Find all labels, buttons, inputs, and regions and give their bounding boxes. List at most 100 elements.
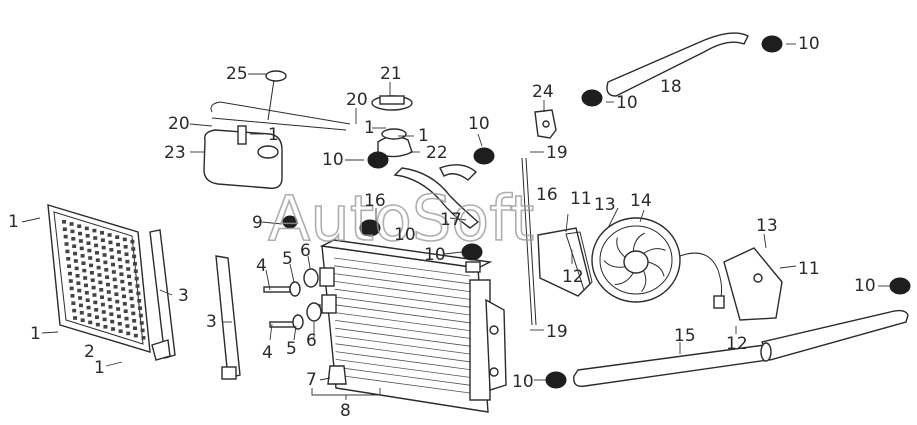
callout-20-left: 20: [168, 114, 190, 134]
grille-hole: [72, 308, 77, 313]
radiator-fin: [334, 304, 471, 324]
callout-4-upper: 4: [256, 256, 267, 276]
grille-hole: [63, 234, 68, 239]
callout-11-right: 11: [798, 259, 820, 279]
grille-hole: [76, 281, 81, 285]
fan-bracket-left: [537, 227, 593, 297]
grille-hole: [108, 305, 113, 309]
grille-hole: [126, 267, 131, 271]
grille-hole: [73, 251, 77, 256]
grille-hole: [117, 257, 122, 262]
grille-hole: [64, 242, 69, 246]
callout-15: 15: [674, 326, 696, 346]
grille-hole: [84, 291, 89, 295]
fan-bracket-right: [723, 247, 783, 321]
grille-hole: [71, 301, 76, 305]
callout-10-cap: 10: [322, 150, 344, 170]
callout-23: 23: [164, 143, 186, 163]
hose-top-right: [606, 32, 749, 97]
callout-10-hose-right: 10: [424, 245, 446, 265]
callout-12-right: 12: [726, 334, 748, 354]
grille-hole: [85, 234, 90, 238]
grille-hole: [78, 231, 83, 236]
radiator-fin: [335, 327, 471, 347]
watermark-text: AutoSoft: [268, 182, 534, 255]
grille-hole: [75, 274, 80, 278]
grille-hole: [137, 299, 142, 303]
fan-blade: [641, 270, 647, 292]
callout-6-upper: 6: [300, 241, 311, 261]
callout-13-fan: 13: [594, 195, 616, 215]
grille-hole: [116, 314, 121, 319]
callout-1-tank: 1: [268, 125, 279, 145]
grille-hole: [67, 271, 72, 276]
grille-hole: [105, 275, 110, 279]
radiator-fin: [335, 359, 471, 378]
grille-hole: [133, 333, 138, 338]
radiator-fin: [334, 281, 471, 300]
grille-hole: [112, 277, 117, 282]
grille-hole: [85, 298, 90, 302]
grille-hole: [129, 296, 134, 301]
grille-hole: [133, 326, 137, 330]
callout-22: 22: [426, 143, 448, 163]
grille-hole: [105, 282, 110, 287]
callout-numbers: 25 21 20 20 1 1 1 23 22 10 10 10 10 10 1…: [8, 34, 876, 421]
fan-blades: [603, 232, 666, 292]
grille-hole: [73, 316, 78, 320]
grille-hole: [122, 302, 127, 306]
grille-hole: [113, 285, 118, 289]
grille-hole: [79, 311, 84, 315]
grille-hole: [93, 300, 98, 305]
radiator-fin: [334, 312, 471, 331]
grille-hole: [95, 322, 100, 327]
grille-hole: [92, 293, 97, 297]
grille-hole: [89, 271, 94, 275]
callout-3-right: 3: [206, 312, 217, 332]
grille-hole: [125, 259, 130, 264]
grille-hole: [138, 313, 143, 318]
radiator-core: [309, 239, 507, 413]
grille-hole: [104, 268, 109, 272]
grille-hole: [117, 322, 122, 326]
grille-hole: [131, 247, 136, 251]
drain-plug: [327, 365, 347, 385]
callout-5-upper: 5: [282, 249, 293, 269]
grille-hole: [102, 253, 107, 257]
grille-hole: [94, 243, 99, 248]
grille-hole: [132, 254, 137, 259]
grille-hole: [124, 252, 129, 256]
grille-hole: [88, 256, 93, 260]
radiator-fin: [335, 335, 471, 355]
radiator-fin: [334, 296, 471, 316]
radiator-fins: [333, 257, 471, 394]
callout-13-right: 13: [756, 216, 778, 236]
radiator-fin: [334, 273, 471, 292]
callout-19-upper: 19: [546, 143, 568, 163]
grille-hole: [92, 228, 97, 233]
grille-hole: [70, 294, 75, 298]
grille-hole: [115, 299, 120, 304]
callout-4-lower: 4: [262, 343, 273, 363]
grille-hole: [127, 274, 132, 279]
grille-hole: [125, 324, 130, 328]
callout-18: 18: [660, 77, 682, 97]
radiator-fin: [335, 351, 471, 370]
radiator-fin: [335, 320, 471, 339]
grille-hole: [130, 239, 135, 244]
grille-hole: [101, 245, 106, 250]
callout-1-grille-bottom: 1: [94, 358, 105, 378]
grille-hole: [116, 250, 121, 254]
grille-hole: [139, 321, 144, 325]
grille-hole: [121, 287, 126, 291]
callout-16-left: 16: [364, 191, 386, 211]
grille-hole: [138, 306, 143, 310]
callout-25: 25: [226, 64, 248, 84]
callout-10-top-right: 10: [798, 34, 820, 54]
grille-hole: [120, 279, 125, 284]
grille-hole: [132, 262, 137, 266]
grille-hole: [127, 282, 132, 286]
cooling-fan: [591, 217, 725, 309]
callout-1-cap-right: 1: [418, 126, 429, 146]
